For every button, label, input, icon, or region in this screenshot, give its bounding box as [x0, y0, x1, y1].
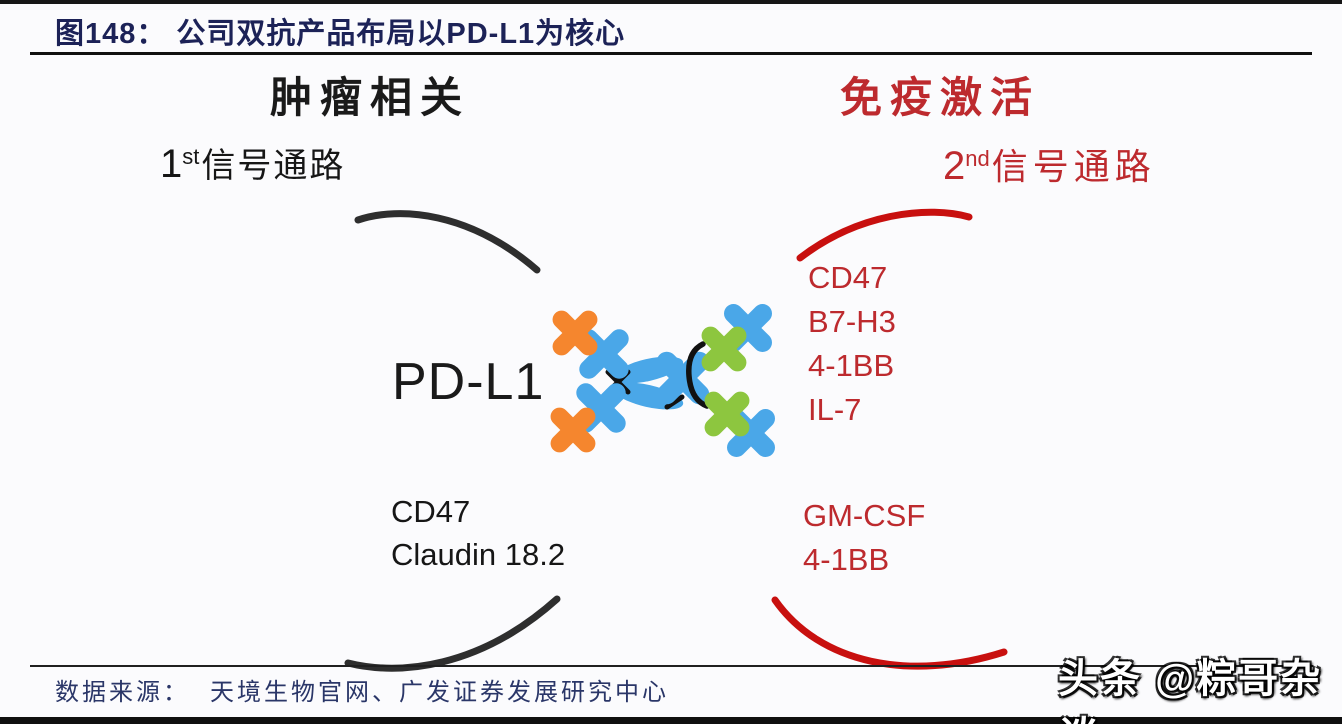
second-signal-pathway-label: 2nd信号通路	[943, 138, 1156, 190]
immune-bottom-arc	[771, 596, 1008, 670]
figure-title-text: 公司双抗产品布局以PD-L1为核心	[176, 18, 626, 50]
footer-divider-line	[30, 665, 1313, 667]
target-item: B7-H3	[808, 304, 896, 339]
bottom-border-line	[0, 717, 1342, 724]
figure-title: 图148： 公司双抗产品布局以PD-L1为核心	[55, 10, 625, 52]
tumor-top-arc	[354, 210, 541, 274]
top-border-line	[0, 0, 1342, 4]
target-item: 4-1BB	[808, 348, 895, 383]
immune-top-target-list: CD47 B7-H3 4-1BB IL-7	[808, 256, 896, 432]
tumor-related-header: 肿瘤相关	[270, 74, 471, 121]
immune-bottom-target-list: GM-CSF 4-1BB	[803, 494, 925, 582]
title-underline	[30, 52, 1312, 55]
pathway-text: 信号通路	[991, 146, 1156, 187]
data-source-text: 天境生物官网、广发证券发展研究中心	[210, 679, 669, 706]
figure-number-label: 图148：	[55, 18, 167, 50]
tumor-bottom-arc	[344, 595, 561, 672]
pdl1-binder-tip-upper	[552, 310, 598, 356]
pdl1-binder-tip-lower	[550, 407, 596, 453]
immune-top-arc	[796, 208, 973, 262]
pathway-text: 信号通路	[201, 147, 346, 185]
data-source-label: 数据来源：	[55, 679, 190, 706]
tumor-target-list: CD47 Claudin 18.2	[391, 490, 565, 576]
immune-activation-header: 免疫激活	[840, 74, 1041, 121]
pathway-ordinal: nd	[965, 146, 990, 171]
pathway-number: 1	[160, 142, 183, 186]
second-target-clover-green-lower	[704, 391, 750, 437]
first-signal-pathway-label: 1st信号通路	[160, 138, 345, 187]
second-target-clover-green-upper	[701, 326, 747, 372]
target-item: CD47	[391, 494, 471, 529]
brace-connector	[686, 341, 710, 409]
target-item: GM-CSF	[803, 498, 926, 533]
bispecific-antibody-illustration	[550, 304, 775, 457]
target-item: IL-7	[808, 392, 862, 427]
pathway-ordinal: st	[182, 144, 200, 169]
pdl1-core-label: PD-L1	[392, 353, 545, 411]
pathway-number: 2	[943, 144, 966, 188]
target-item: 4-1BB	[803, 542, 890, 577]
target-item: CD47	[808, 260, 888, 295]
antibody-linker-lower	[664, 394, 685, 410]
target-item: Claudin 18.2	[391, 537, 566, 572]
toutiao-watermark: 头条 @粽哥杂谈	[1058, 657, 1323, 724]
scfv-core-star	[656, 351, 710, 405]
data-source: 数据来源： 天境生物官网、广发证券发展研究中心	[55, 672, 669, 707]
